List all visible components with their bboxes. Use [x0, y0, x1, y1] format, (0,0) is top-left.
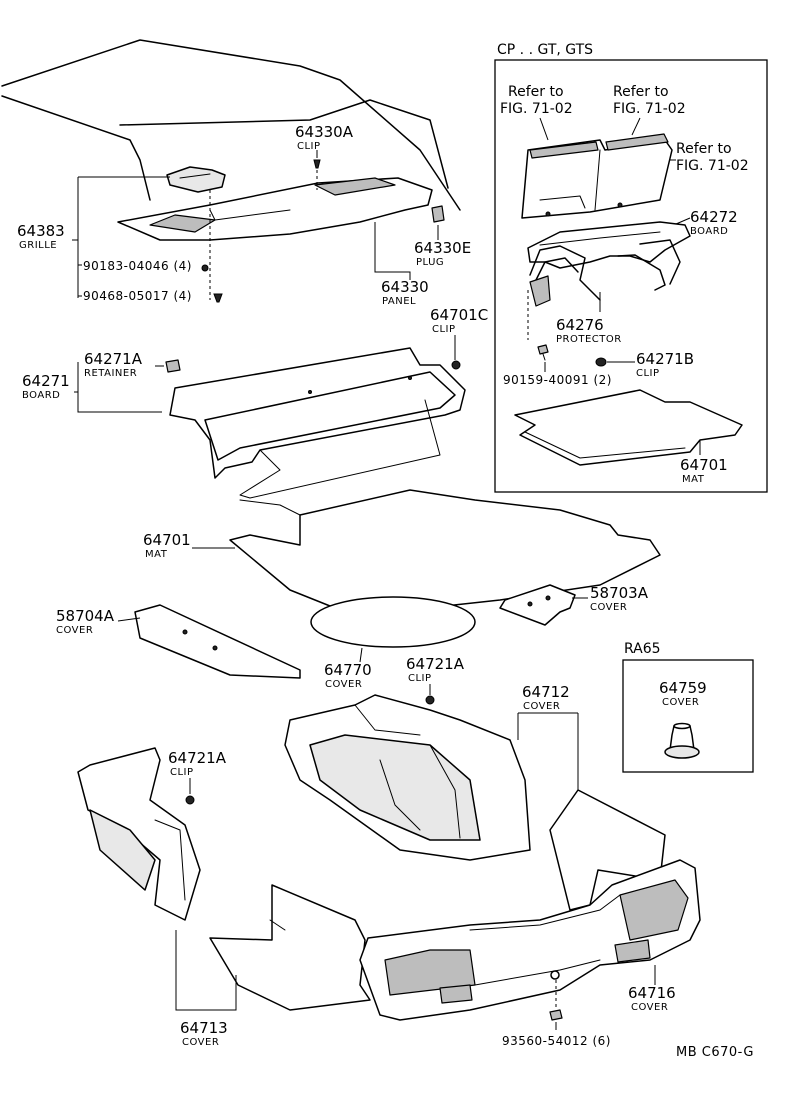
clip-64701c-icon — [451, 360, 461, 370]
cover-64716-drawing — [359, 859, 701, 1021]
gt-rear-shelf-drawing — [521, 133, 673, 219]
inset-part-64276-number: 64276 — [556, 316, 604, 334]
part-64712-number: 64712 — [522, 683, 570, 701]
inset-cp-title: CP . . GT, GTS — [497, 42, 593, 58]
cover-64770-drawing — [310, 596, 476, 648]
inset-ra65-title: RA65 — [624, 641, 661, 657]
board-64271-drawing — [169, 347, 466, 499]
part-64330a-number: 64330A — [295, 123, 354, 141]
inset-part-64272-number: 64272 — [690, 208, 738, 226]
part-64271-name: BOARD — [22, 390, 60, 401]
part-64330e-name: PLUG — [416, 257, 444, 268]
protector-64276-drawing — [527, 239, 681, 340]
clip-64721a-upper-icon — [425, 695, 435, 705]
part-64712-name: COVER — [523, 701, 560, 712]
part-64330a-name: CLIP — [297, 141, 321, 152]
cover-58704a-drawing — [134, 604, 301, 679]
part-64770-name: COVER — [325, 679, 362, 690]
cover-58703a-drawing — [499, 584, 576, 626]
board-64272-drawing — [527, 221, 691, 269]
inset-part-64271b-name: CLIP — [636, 368, 660, 379]
inset-cp-gt-gts: CP . . GT, GTS Refer to FIG. 71-02 Refer… — [494, 42, 768, 493]
part-90183-number: 90183-04046 (4) — [83, 259, 192, 273]
grille-64383-drawing — [166, 166, 226, 193]
part-64701c-name: CLIP — [432, 324, 456, 335]
inset-part-64271b-number: 64271B — [636, 350, 694, 368]
refer-label-1-line2: FIG. 71-02 — [500, 101, 573, 117]
part-58703a-number: 58703A — [590, 584, 649, 602]
inset-mat-64701-drawing — [514, 389, 743, 466]
retainer-64271a-icon — [165, 359, 181, 373]
part-64330e-number: 64330E — [414, 239, 471, 257]
refer-label-2-line1: Refer to — [613, 84, 669, 100]
part-64383-name: GRILLE — [19, 240, 57, 251]
part-64271a-name: RETAINER — [84, 368, 137, 379]
part-64713-name: COVER — [182, 1037, 219, 1048]
part-64330-number: 64330 — [381, 278, 429, 296]
part-64713-number: 64713 — [180, 1019, 228, 1037]
inset-part-64272-name: BOARD — [690, 226, 728, 237]
refer-label-3-line2: FIG. 71-02 — [676, 158, 749, 174]
part-64770-number: 64770 — [324, 661, 372, 679]
part-58704a-name: COVER — [56, 625, 93, 636]
cover-64713-left-drawing — [77, 747, 201, 921]
inset-ra65-part-name: COVER — [662, 697, 699, 708]
clip-64330a-icon — [313, 159, 321, 169]
car-body-outline — [1, 39, 461, 211]
cover-64759-drawing — [664, 722, 700, 759]
inset-cp-frame — [494, 59, 768, 493]
part-64330-name: PANEL — [382, 296, 416, 307]
part-58704a-number: 58704A — [56, 607, 115, 625]
cover-64712-drawing — [284, 694, 531, 861]
diagram-code: MB C670-G — [676, 1045, 754, 1060]
part-64701c-number: 64701C — [430, 306, 488, 324]
cover-64713-floor-drawing — [209, 884, 371, 1011]
inset-part-90159-number: 90159-40091 (2) — [503, 373, 612, 387]
part-64383-number: 64383 — [17, 222, 65, 240]
part-64701-number: 64701 — [143, 531, 191, 549]
clip-64721a-lower-icon — [185, 795, 195, 805]
screw-90159-icon — [537, 344, 549, 361]
part-64721a-upper-number: 64721A — [406, 655, 465, 673]
inset-part-64701-number: 64701 — [680, 456, 728, 474]
inset-ra65-part-number: 64759 — [659, 679, 707, 697]
part-93560-number: 93560-54012 (6) — [502, 1034, 611, 1048]
part-64716-number: 64716 — [628, 984, 676, 1002]
part-64721a-lower-number: 64721A — [168, 749, 227, 767]
part-90468-number: 90468-05017 (4) — [83, 289, 192, 303]
refer-label-3-line1: Refer to — [676, 141, 732, 157]
part-64271-number: 64271 — [22, 372, 70, 390]
cover-right-rear-sheet-drawing — [549, 789, 666, 911]
part-64721a-lower-name: CLIP — [170, 767, 194, 778]
plug-64330e-icon — [431, 205, 445, 223]
screw-93560-icon — [549, 1009, 563, 1021]
refer-label-1-line1: Refer to — [508, 84, 564, 100]
part-64721a-upper-name: CLIP — [408, 673, 432, 684]
inset-part-64701-name: MAT — [682, 474, 705, 485]
refer-label-2-line2: FIG. 71-02 — [613, 101, 686, 117]
inset-ra65-frame — [622, 659, 754, 773]
clip-64271b-icon — [595, 357, 607, 367]
inset-part-64276-name: PROTECTOR — [556, 334, 622, 345]
part-64271a-number: 64271A — [84, 350, 143, 368]
panel-64330-drawing — [117, 177, 433, 241]
part-64701-name: MAT — [145, 549, 168, 560]
part-64716-name: COVER — [631, 1002, 668, 1013]
part-58703a-name: COVER — [590, 602, 627, 613]
inset-ra65: RA65 64759 COVER — [622, 641, 754, 773]
